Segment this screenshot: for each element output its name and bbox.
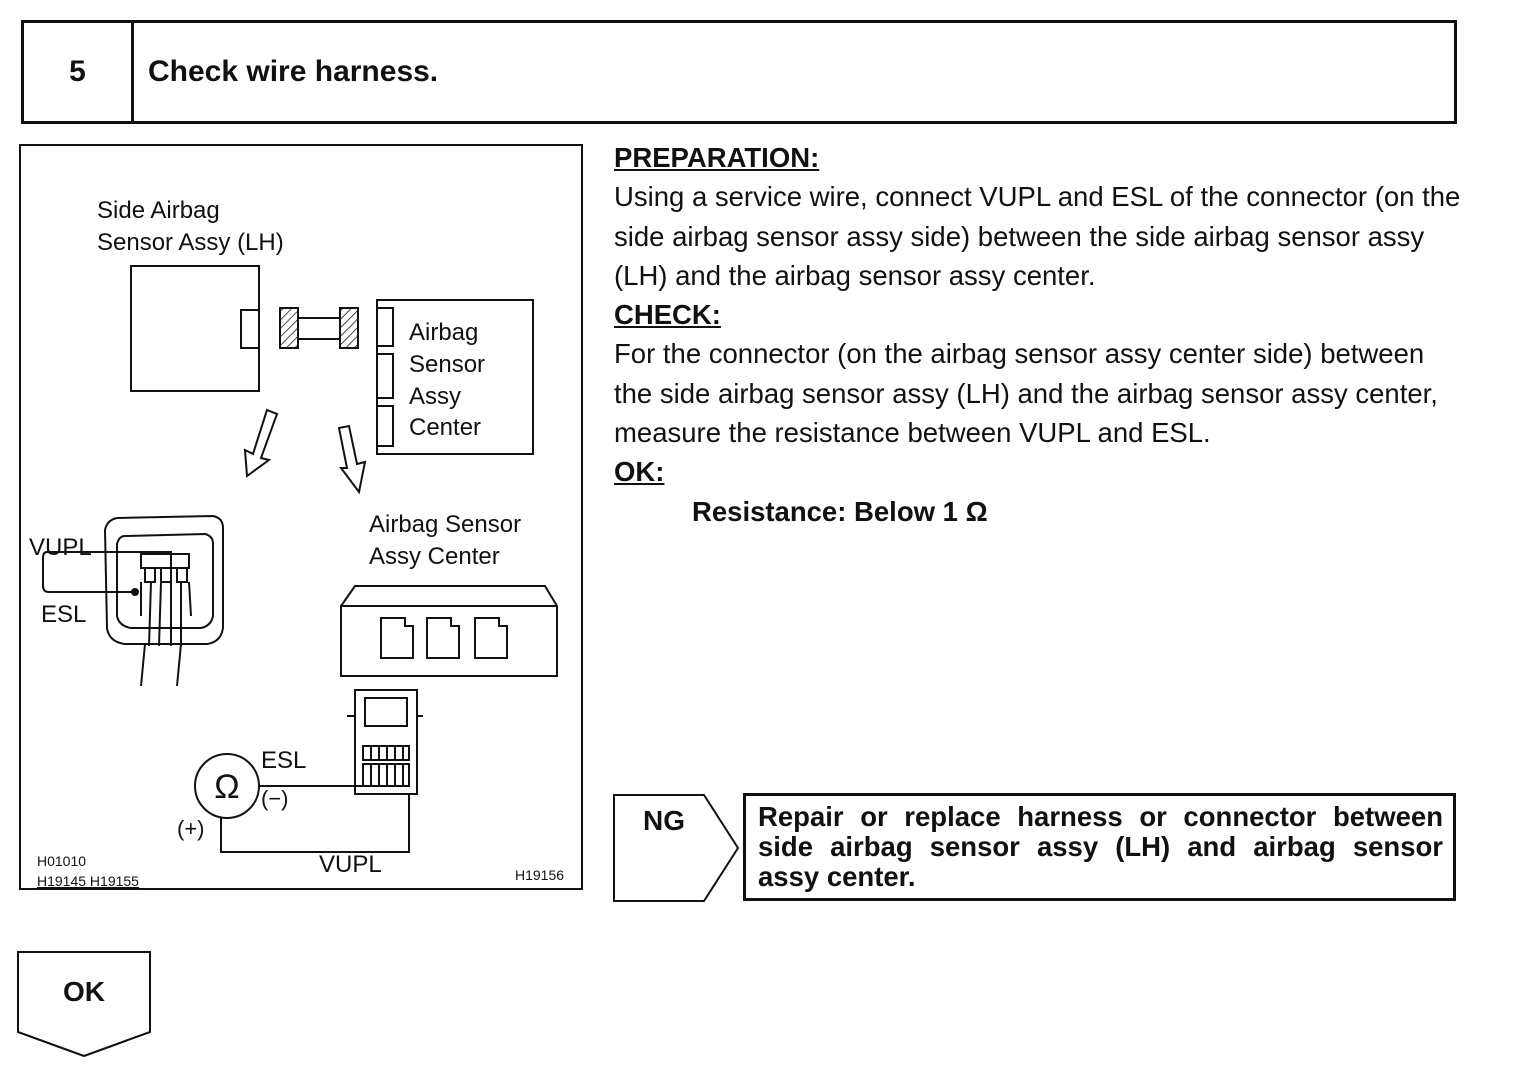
side-sensor-port [240, 309, 260, 349]
ng-label: NG [643, 805, 685, 836]
instructions: PREPARATION: Using a service wire, conne… [614, 138, 1464, 531]
check-text: For the connector (on the airbag sensor … [614, 338, 1438, 449]
ng-arrow-shape [613, 794, 740, 902]
probe-connector-drawing [347, 689, 423, 795]
side-connector-drawing [42, 514, 224, 687]
ng-action-box: Repair or replace harness or connector b… [743, 793, 1456, 901]
harness-plug-left [279, 307, 299, 349]
meter-esl-label: ESL [261, 747, 306, 774]
vupl-label: VUPL [29, 534, 92, 561]
meter-vupl-label: VUPL [319, 851, 382, 878]
connector-label-1: Airbag Sensor [369, 511, 521, 538]
arrow-down-right-icon [337, 424, 367, 495]
meter-plus-label: (+) [177, 816, 205, 841]
preparation-heading: PREPARATION: [614, 142, 820, 173]
ok-heading: OK: [614, 456, 665, 488]
step-title: Check wire harness. [148, 55, 439, 88]
connector-label-2: Assy Center [369, 543, 500, 570]
meter-minus-label: (−) [261, 786, 289, 811]
step-number: 5 [24, 23, 134, 121]
figure-code-2: H19145 H19155 [37, 873, 139, 889]
figure-code-3: H19156 [515, 867, 564, 883]
center-label-3: Assy [409, 383, 461, 410]
check-heading: CHECK: [614, 299, 721, 331]
side-sensor-label-1: Side Airbag [97, 197, 220, 224]
step-header: 5 Check wire harness. [21, 20, 1457, 124]
preparation-text: Using a service wire, connect VUPL and E… [614, 181, 1461, 291]
arrow-down-left-icon [243, 408, 279, 478]
ok-arrow-shape [17, 951, 151, 1058]
resistance-spec: Resistance: Below 1 Ω [692, 495, 988, 527]
center-label-4: Center [409, 414, 481, 441]
ok-label: OK [63, 976, 105, 1007]
wiring-diagram: Side Airbag Sensor Assy (LH) Airbag Sens… [19, 144, 583, 890]
side-sensor-label-2: Sensor Assy (LH) [97, 229, 284, 256]
center-label-2: Sensor [409, 351, 485, 378]
side-sensor-box [130, 265, 260, 392]
figure-code-1: H01010 [37, 853, 86, 869]
harness-plug-right [339, 307, 359, 349]
meter-symbol: Ω [214, 768, 239, 806]
esl-label: ESL [41, 601, 86, 628]
center-label-1: Airbag [409, 319, 478, 346]
center-connector-drawing [340, 585, 558, 677]
